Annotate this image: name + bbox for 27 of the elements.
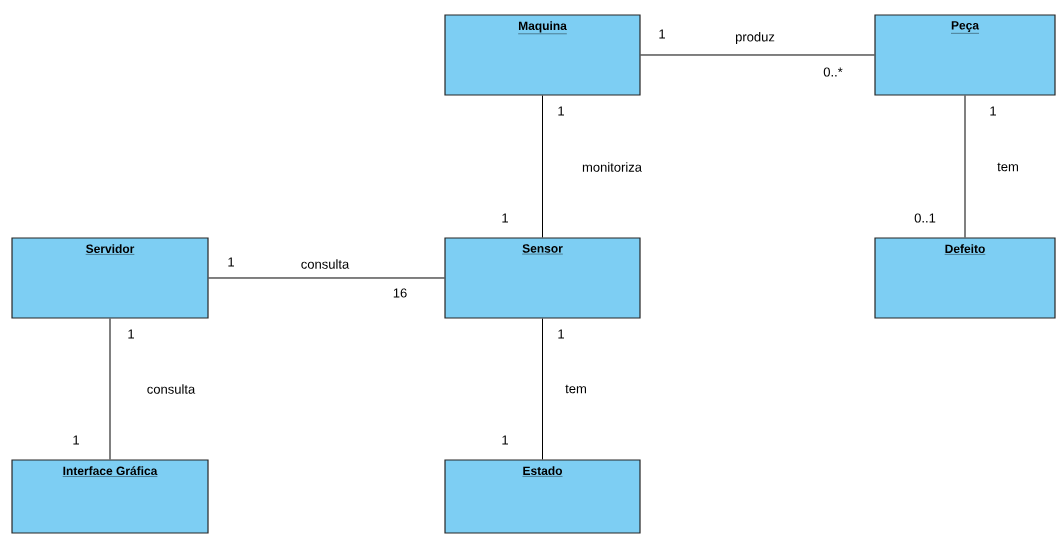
multiplicity: 1 [73, 435, 79, 445]
class-box: Sensor [444, 237, 641, 319]
class-box: Interface Gráfica [11, 459, 209, 534]
association-line [542, 95, 543, 238]
multiplicity: 16 [393, 288, 407, 298]
association-line [640, 54, 875, 56]
multiplicity: 1 [502, 435, 508, 445]
class-box: Maquina [444, 14, 641, 96]
edge-label: consulta [301, 259, 350, 269]
association-line [964, 95, 966, 238]
association-line [208, 277, 445, 279]
class-box: Defeito [874, 237, 1056, 319]
edge-label: tem [997, 162, 1018, 172]
multiplicity: 1 [228, 257, 234, 267]
class-box: Peça [874, 14, 1056, 96]
association-line [542, 318, 543, 460]
edge-label: tem [565, 384, 586, 394]
edge-label: monitoriza [582, 162, 642, 172]
multiplicity: 1 [502, 213, 508, 223]
multiplicity: 0..* [823, 67, 843, 77]
association-line [109, 318, 111, 460]
edge-label: consulta [147, 384, 196, 394]
multiplicity: 1 [659, 29, 665, 39]
multiplicity: 0..1 [914, 213, 936, 223]
class-box: Servidor [11, 237, 209, 319]
class-box: Estado [444, 459, 641, 534]
edge-label: produz [735, 31, 775, 45]
